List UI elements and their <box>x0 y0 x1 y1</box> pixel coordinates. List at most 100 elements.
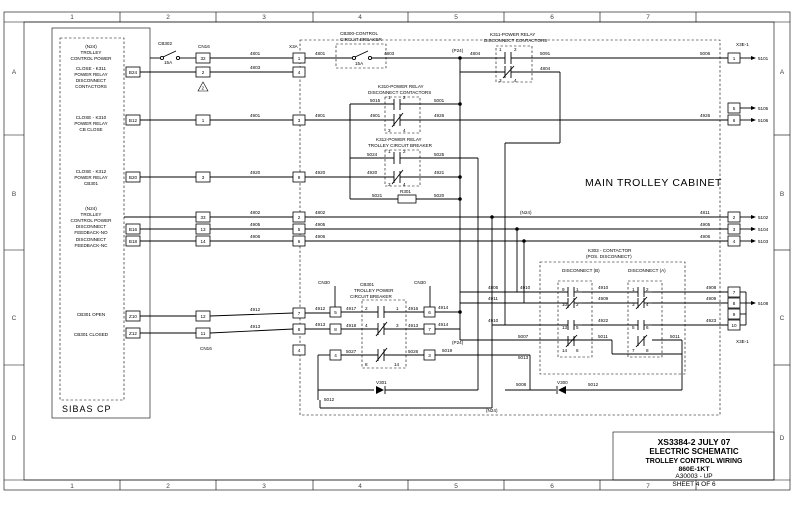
sibas-label-3-l3: CB CLOSE <box>79 127 102 132</box>
wire-5108: 5108 <box>758 301 769 306</box>
sibas-label-2-l4: CONTACTORS <box>75 84 107 89</box>
wire-4906: 4906 <box>315 234 326 239</box>
wire-5011: 5011 <box>598 334 608 339</box>
pin-b18: B18 <box>129 239 138 244</box>
cb301-contact-14: 14 <box>394 362 400 367</box>
wire-5103: 5103 <box>758 239 769 244</box>
k312-label-l2: TROLLEY CIRCUIT BREAKER <box>368 143 433 148</box>
main-cabinet-title: MAIN TROLLEY CABINET <box>585 177 722 189</box>
k312-contact-3: 3 <box>388 182 391 187</box>
cn30-pin-4: 4 <box>334 353 337 358</box>
sibas-pins: B24 B12 B20 B16 B18 Z10 Z12 <box>125 66 141 339</box>
grid-col-2-top: 2 <box>166 14 170 21</box>
cn16-pin-2: 2 <box>202 70 205 75</box>
x3e-pin-6: 6 <box>733 118 736 123</box>
cn30-pin-7: 7 <box>428 327 431 332</box>
v301-diode-icon <box>376 386 384 394</box>
cn30-pin-3: 3 <box>428 353 431 358</box>
grid-col-3-bottom: 3 <box>262 483 266 490</box>
cb301-contact-2: 2 <box>365 306 368 311</box>
cb301-contact-1: 1 <box>396 306 399 311</box>
cn16-label: CN16 <box>198 44 210 49</box>
wire-5105: 5105 <box>758 106 769 111</box>
x3e-pin-1: 1 <box>733 56 736 61</box>
wire-5106: 5106 <box>758 118 769 123</box>
k311-contact-2: 2 <box>514 47 517 52</box>
cb300-breaker: CB300-CONTROL CIRCUIT BREAKER 15A 4801 4… <box>305 31 464 69</box>
sibas-label-9: CB301 CLOSED <box>74 332 109 337</box>
wire-4921: 4921 <box>434 170 445 175</box>
k310-contact-4: 4 <box>403 128 406 133</box>
wire-5026: 5026 <box>408 349 419 354</box>
sibas-label-3-l1: CLOSE - K310 <box>76 115 107 120</box>
disc-b-contact-10: 10 <box>562 302 568 307</box>
wire-4804b: 4804 <box>540 66 551 71</box>
sibas-label-5-l1: (N24) <box>85 206 97 211</box>
grid-col-3-top: 3 <box>262 14 266 21</box>
wire-5019: 5019 <box>442 348 453 353</box>
disc-a-contact-6: 6 <box>646 325 649 330</box>
disc-b-contact-13: 13 <box>562 325 568 330</box>
grid-col-7-bottom: 7 <box>646 483 650 490</box>
doc-subject: TROLLEY CONTROL WIRING <box>646 458 744 465</box>
cn30-pin-5: 5 <box>334 310 337 315</box>
k312-contact-2: 2 <box>403 149 406 154</box>
k310-relay: K310-POWER RELAY DISCONNECT CONTACTORS 1… <box>305 84 728 134</box>
disc-b-contact-6: 6 <box>576 348 579 353</box>
grid-col-7-top: 7 <box>646 14 650 21</box>
r301-resistor <box>397 194 417 204</box>
x3a-pin-4b: 4 <box>298 348 301 353</box>
pin-b16: B16 <box>129 227 138 232</box>
k311-contact-3: 3 <box>499 78 502 83</box>
disc-a-contact-2: 2 <box>646 287 649 292</box>
wire-5021: 5021 <box>372 193 383 198</box>
k303-label-l2: (POS. DISCONNECT) <box>586 254 632 259</box>
pin-b12: B12 <box>129 118 138 123</box>
grid-col-1-bottom: 1 <box>70 483 74 490</box>
wire-4911: 4911 <box>488 296 498 301</box>
x3e-pin-5: 5 <box>733 106 736 111</box>
sibas-label-1-l1: (N24) <box>85 44 97 49</box>
wire-5011b: 5011 <box>670 334 680 339</box>
cn30-label: CN30 <box>318 280 330 285</box>
sibas-label-2-l1: CLOSE - K311 <box>76 66 106 71</box>
cn16-pin-1: 1 <box>202 118 205 123</box>
k311-relay: K311-POWER RELAY DISCONNECT CONTACTORS 1… <box>460 32 728 322</box>
wire-5015: 5015 <box>370 98 381 103</box>
cb302-label: CB302 <box>158 41 172 46</box>
x3a-pin-6: 6 <box>298 239 301 244</box>
k310-label-l1: K310-POWER RELAY <box>378 84 424 89</box>
cb301-breaker: CN30 CN30 CB301 TROLLEY POWER CIRCUIT BR… <box>305 280 530 369</box>
disc-a-contact-8: 8 <box>646 348 649 353</box>
k312-contact-4: 4 <box>403 182 406 187</box>
wire-4920-left: 4920 <box>250 170 261 175</box>
wire-4914b: 4914 <box>438 322 449 327</box>
wire-4803-left: 4803 <box>250 65 261 70</box>
wire-4803: 4803 <box>384 51 395 56</box>
v301-diode: V301 5012 <box>317 355 478 408</box>
wire-p24: (P24) <box>452 48 464 53</box>
x3e-pin-4: 4 <box>733 239 736 244</box>
disconnect-a-label: DISCONNECT (A) <box>628 268 666 273</box>
grid-col-5-bottom: 5 <box>454 483 458 490</box>
v300-label: V300 <box>557 380 568 385</box>
disc-b-contact-9: 9 <box>562 287 565 292</box>
wire-4916: 4916 <box>408 306 419 311</box>
v300-diode-icon <box>558 386 566 394</box>
wire-4906-left: 4906 <box>250 234 261 239</box>
pin-b24: B24 <box>129 70 138 75</box>
cb301-contact-8: 8 <box>365 362 368 367</box>
x3a-pin-3: 3 <box>298 118 301 123</box>
grid-row-d-left: D <box>12 435 17 442</box>
wire-5104: 5104 <box>758 227 769 232</box>
wire-5013: 5013 <box>518 355 529 360</box>
cn16-pin-12: 12 <box>200 314 206 319</box>
disc-a-contact-7: 7 <box>632 348 635 353</box>
doc-drawing: A30003 - UP <box>675 473 712 480</box>
k310-contact-1: 1 <box>388 95 391 100</box>
cb300-label-l1: CB300-CONTROL <box>340 31 378 36</box>
sibas-label-3-l2: POWER RELAY <box>74 121 107 126</box>
doc-model: 860E-1KT <box>679 466 711 473</box>
n24-bus: (N24) 4802 4811 4905 4905 4906 4906 (N24… <box>305 210 728 413</box>
wire-4811: 4811 <box>700 210 710 215</box>
